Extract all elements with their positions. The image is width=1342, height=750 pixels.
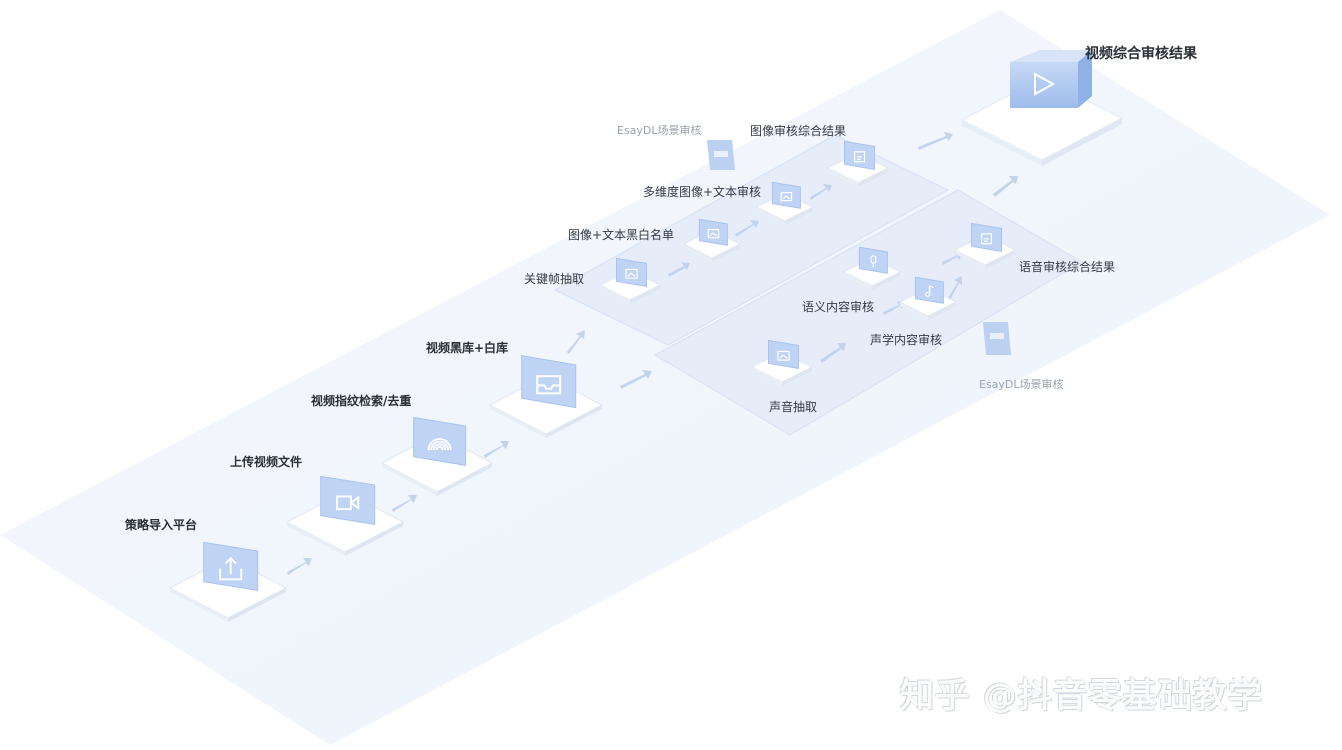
- easydl-bottom-node: [983, 322, 1011, 355]
- video-blacklist-label: 视频黑库+白库: [426, 341, 509, 355]
- final-result-label: 视频综合审核结果: [1085, 46, 1197, 62]
- image-icon: [625, 268, 638, 279]
- acoustic-node: [898, 276, 958, 320]
- image-result-label: 图像审核综合结果: [750, 124, 847, 138]
- keyframe-label: 关键帧抽取: [524, 272, 585, 286]
- image-icon: [780, 191, 793, 202]
- base-platform: [0, 10, 1330, 745]
- blacklist-image-node: [682, 218, 742, 262]
- acoustic-label: 声学内容审核: [870, 333, 943, 347]
- image-review-panel: [553, 134, 950, 346]
- easydl-top-label: EsayDL场景审核: [617, 124, 702, 137]
- image-icon: [777, 350, 790, 361]
- flow-arrows: [287, 132, 1018, 575]
- strategy-node: [168, 541, 288, 622]
- upload-node: [285, 475, 405, 556]
- keyframe-node: [598, 257, 662, 304]
- image-icon: [707, 228, 720, 239]
- watermark: 知乎 @抖音零基础教学: [900, 676, 1263, 716]
- fingerprint-icon: [427, 438, 452, 451]
- semantic-label: 语义内容审核: [802, 300, 875, 314]
- final-result-node: [960, 50, 1124, 166]
- multi-dim-node: [755, 181, 815, 225]
- fingerprint-label: 视频指纹检索/去重: [311, 394, 412, 408]
- music-note-icon: [925, 284, 934, 298]
- upload-icon: [219, 556, 243, 581]
- video-blacklist-node: [488, 355, 604, 438]
- play-icon: [1034, 72, 1056, 96]
- fingerprint-node: [380, 416, 494, 496]
- semantic-node: [842, 246, 902, 290]
- easydl-bottom-label: EsayDL场景审核: [979, 378, 1064, 391]
- easydl-top-node: [707, 140, 735, 170]
- voice-result-node: [953, 222, 1017, 269]
- blacklist-image-label: 图像+文本黑白名单: [568, 228, 675, 242]
- result-document-icon: [980, 233, 993, 245]
- video-camera-icon: [336, 495, 360, 511]
- result-cube: [1010, 62, 1078, 108]
- inbox-icon: [536, 375, 562, 395]
- sound-extract-label: 声音抽取: [769, 400, 818, 414]
- microphone-icon: [870, 255, 877, 268]
- result-document-icon: [853, 151, 866, 163]
- sound-extract-node: [750, 339, 814, 386]
- voice-result-label: 语音审核综合结果: [1019, 260, 1116, 274]
- strategy-label: 策略导入平台: [125, 518, 198, 532]
- multi-dim-label: 多维度图像+文本审核: [643, 185, 762, 199]
- image-result-node: [826, 140, 890, 187]
- upload-label: 上传视频文件: [230, 455, 303, 469]
